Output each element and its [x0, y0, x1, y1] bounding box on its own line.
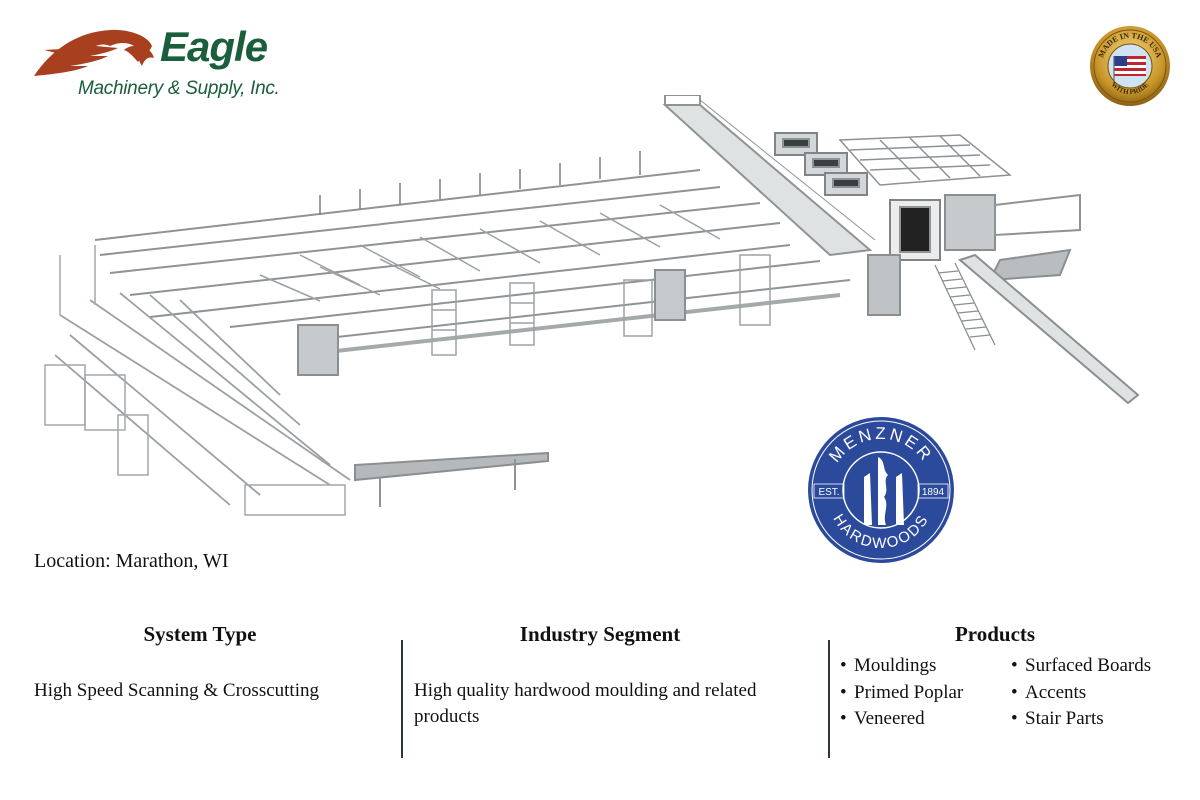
- bullet-icon: •: [1011, 655, 1018, 676]
- product-item: •Surfaced Boards: [1011, 653, 1151, 680]
- products-list-column-1: •Mouldings •Primed Poplar •Veneered: [840, 653, 963, 733]
- industry-segment-value: High quality hardwood moulding and relat…: [414, 680, 757, 727]
- bullet-icon: •: [840, 708, 847, 729]
- moulding-profile-icon: [864, 457, 904, 525]
- brand-subtitle: Machinery & Supply, Inc.: [78, 78, 280, 99]
- eagle-head-icon: [34, 29, 154, 76]
- brand-name: Eagle: [160, 23, 268, 70]
- menzner-hardwoods-logo: MENZNER HARDWOODS EST. 1894: [808, 417, 954, 563]
- product-item: •Primed Poplar: [840, 680, 963, 707]
- industry-segment-heading: Industry Segment: [519, 622, 681, 646]
- product-item: •Accents: [1011, 680, 1151, 707]
- system-type-heading: System Type: [143, 622, 257, 646]
- products-list-column-2: •Surfaced Boards •Accents •Stair Parts: [1011, 653, 1151, 733]
- product-item: •Stair Parts: [1011, 706, 1151, 733]
- location-label: Location: Marathon, WI: [34, 550, 229, 572]
- us-flag-icon: [1113, 56, 1146, 86]
- svg-text:EST.: EST.: [818, 487, 839, 498]
- bullet-icon: •: [1011, 681, 1018, 703]
- column-divider: [401, 640, 403, 758]
- system-type-value: High Speed Scanning & Crosscutting: [34, 680, 319, 701]
- bullet-icon: •: [840, 681, 847, 703]
- made-in-usa-seal: MADE IN THE USA WITH PRIDE: [1090, 26, 1170, 106]
- column-divider: [828, 640, 830, 758]
- product-item: •Mouldings: [840, 653, 963, 680]
- products-heading: Products: [954, 622, 1036, 646]
- bullet-icon: •: [1011, 708, 1018, 729]
- bullet-icon: •: [840, 655, 847, 676]
- svg-text:1894: 1894: [922, 487, 945, 498]
- machinery-system-render: [44, 95, 1140, 516]
- product-item: •Veneered: [840, 706, 963, 733]
